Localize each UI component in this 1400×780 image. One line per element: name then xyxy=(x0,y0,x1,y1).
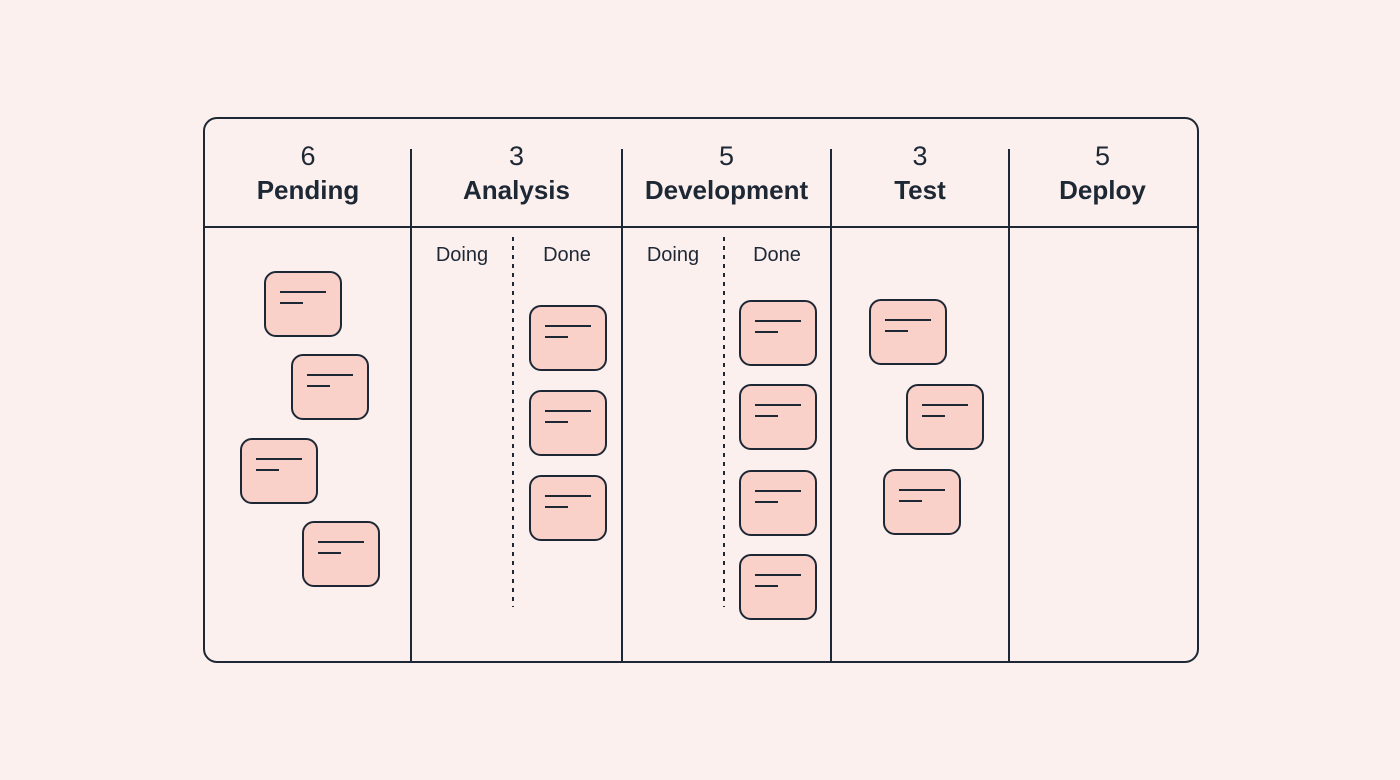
card-text-line xyxy=(545,495,591,497)
column-divider-analysis-development xyxy=(621,149,623,661)
card-text-line xyxy=(318,541,364,543)
card-text-line xyxy=(755,331,778,333)
card-text-line xyxy=(256,458,302,460)
column-title-development: Development xyxy=(644,175,809,205)
card-development-done[interactable] xyxy=(739,470,817,536)
column-header-deploy: 5 Deploy xyxy=(1009,119,1196,227)
card-text-line xyxy=(922,404,968,406)
column-title-test: Test xyxy=(894,175,946,205)
wip-count-test: 3 xyxy=(912,141,928,171)
card-development-done[interactable] xyxy=(739,384,817,450)
lane-label-development-done: Done xyxy=(753,244,801,266)
wip-count-development: 5 xyxy=(718,141,735,171)
lane-label-development-doing: Doing xyxy=(646,244,700,266)
column-divider-test-deploy xyxy=(1008,149,1010,661)
card-analysis-done[interactable] xyxy=(529,390,607,456)
kanban-board: 6 Pending 3 Analysis 5 Development 3 Tes… xyxy=(203,117,1199,663)
card-pending[interactable] xyxy=(240,438,318,504)
card-text-line xyxy=(899,500,922,502)
card-text-line xyxy=(755,574,801,576)
card-text-line xyxy=(545,506,568,508)
card-pending[interactable] xyxy=(264,271,342,337)
card-development-done[interactable] xyxy=(739,554,817,620)
card-text-line xyxy=(545,336,568,338)
lane-label-analysis-doing: Doing xyxy=(435,244,489,266)
card-development-done[interactable] xyxy=(739,300,817,366)
card-text-line xyxy=(318,552,341,554)
wip-count-analysis: 3 xyxy=(508,141,525,171)
header-divider xyxy=(205,226,1197,228)
card-text-line xyxy=(899,489,945,491)
column-header-development: 5 Development xyxy=(622,119,831,227)
column-title-deploy: Deploy xyxy=(1059,175,1146,205)
column-header-test: 3 Test xyxy=(831,119,1009,227)
card-text-line xyxy=(256,469,279,471)
card-text-line xyxy=(545,410,591,412)
card-text-line xyxy=(307,385,330,387)
column-title-pending: Pending xyxy=(256,175,360,205)
card-text-line xyxy=(885,330,908,332)
wip-count-pending: 6 xyxy=(300,141,316,171)
card-text-line xyxy=(755,415,778,417)
lane-label-analysis-done: Done xyxy=(543,244,591,266)
column-header-analysis: 3 Analysis xyxy=(411,119,622,227)
card-text-line xyxy=(755,490,801,492)
card-analysis-done[interactable] xyxy=(529,305,607,371)
lane-divider-analysis xyxy=(512,237,514,607)
column-title-analysis: Analysis xyxy=(463,175,570,205)
card-pending[interactable] xyxy=(302,521,380,587)
card-text-line xyxy=(755,404,801,406)
wip-count-deploy: 5 xyxy=(1094,141,1111,171)
lane-divider-development xyxy=(723,237,725,607)
card-text-line xyxy=(885,319,931,321)
column-divider-development-test xyxy=(830,149,832,661)
card-text-line xyxy=(545,421,568,423)
card-text-line xyxy=(922,415,945,417)
column-header-pending: 6 Pending xyxy=(205,119,411,227)
card-text-line xyxy=(545,325,591,327)
card-text-line xyxy=(280,302,303,304)
card-test[interactable] xyxy=(883,469,961,535)
column-divider-pending-analysis xyxy=(410,149,412,661)
card-analysis-done[interactable] xyxy=(529,475,607,541)
card-text-line xyxy=(755,320,801,322)
card-text-line xyxy=(307,374,353,376)
card-pending[interactable] xyxy=(291,354,369,420)
card-text-line xyxy=(755,585,778,587)
card-text-line xyxy=(280,291,326,293)
card-test[interactable] xyxy=(869,299,947,365)
card-text-line xyxy=(755,501,778,503)
card-test[interactable] xyxy=(906,384,984,450)
